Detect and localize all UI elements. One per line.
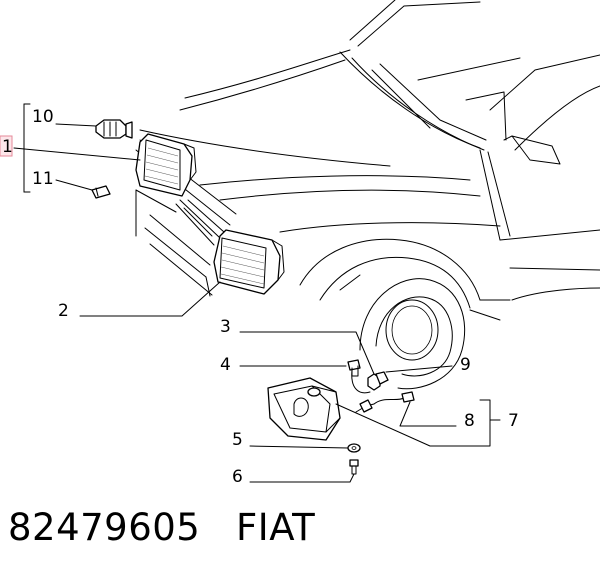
callout-2: 2 (58, 301, 69, 321)
leader-lines (13, 103, 501, 483)
part-number: 82479605 (8, 506, 201, 549)
bolt-part-6[interactable] (349, 459, 359, 475)
nut-part-9[interactable] (375, 371, 389, 385)
callout-9: 9 (460, 355, 471, 375)
brand-name: FIAT (236, 506, 316, 549)
callout-11: 11 (32, 169, 54, 189)
headlamp-left-part-1[interactable] (135, 133, 197, 197)
fastener-part-4[interactable] (347, 359, 361, 377)
callout-7: 7 (508, 411, 519, 431)
callout-1: 1 (2, 137, 13, 157)
callout-10: 10 (32, 107, 54, 127)
fog-lamp-wiring-part-8[interactable] (355, 391, 415, 413)
callout-1-highlight (0, 135, 13, 157)
callout-8: 8 (464, 411, 475, 431)
callout-5: 5 (232, 430, 243, 450)
headlamp-right-part-2[interactable] (213, 229, 285, 295)
bulb-part-10[interactable] (95, 119, 133, 139)
washer-part-5[interactable] (347, 443, 361, 453)
car-body-outline (135, 0, 600, 394)
callout-4: 4 (220, 355, 231, 375)
callout-3: 3 (220, 317, 231, 337)
bulb-part-11[interactable] (91, 185, 111, 199)
callout-6: 6 (232, 467, 243, 487)
fog-lamp-part-7[interactable] (267, 377, 341, 441)
